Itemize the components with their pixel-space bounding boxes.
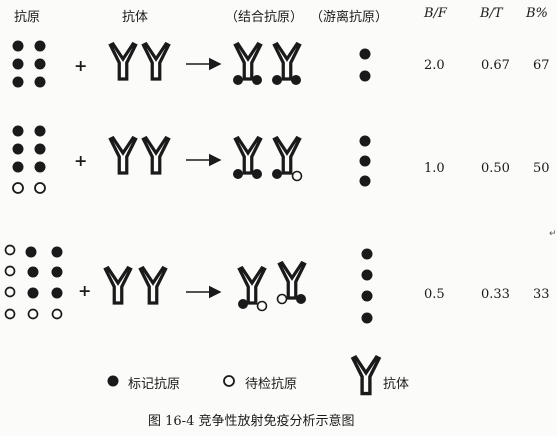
legend-labeled-label: 标记抗原 bbox=[128, 377, 181, 392]
row3-plus: + bbox=[78, 281, 92, 300]
antibody-icon bbox=[233, 42, 263, 81]
labeled-antigen-dot bbox=[359, 70, 371, 82]
labeled-antigen-dot bbox=[34, 40, 46, 52]
row3-bf: 0.5 bbox=[424, 287, 445, 302]
labeled-antigen-dot bbox=[359, 48, 371, 60]
row2-bpct: 50 bbox=[533, 161, 550, 176]
labeled-antigen-dot bbox=[359, 135, 371, 147]
labeled-antigen-dot bbox=[51, 246, 63, 258]
legend-unlabeled-label: 待检抗原 bbox=[245, 377, 298, 392]
labeled-antigen-dot bbox=[12, 161, 24, 173]
row2-antibodies bbox=[108, 136, 171, 175]
row1-bpct: 67 bbox=[533, 58, 550, 73]
antibody-icon bbox=[272, 42, 302, 81]
row2-plus: + bbox=[74, 151, 88, 170]
legend-unlabeled-dot bbox=[223, 375, 235, 387]
labeled-antigen-dot bbox=[25, 246, 37, 258]
labeled-antigen-dot bbox=[12, 143, 24, 155]
header-bf: B/F bbox=[424, 6, 447, 21]
labeled-antigen-dot bbox=[361, 290, 373, 302]
unlabeled-antigen-dot bbox=[256, 300, 268, 312]
antibody-icon bbox=[138, 266, 168, 305]
antibody-icon bbox=[272, 136, 302, 175]
row3-bound-complexes bbox=[237, 261, 307, 312]
row3-free-antigens bbox=[361, 248, 373, 324]
row2-bf: 1.0 bbox=[424, 161, 445, 176]
antibody-icon bbox=[141, 136, 171, 175]
figure-caption: 图 16-4 竞争性放射免疫分析示意图 bbox=[148, 414, 355, 429]
header-bpct: B% bbox=[526, 6, 548, 21]
row3-bt: 0.33 bbox=[481, 287, 510, 302]
header-antibody: 抗体 bbox=[122, 10, 149, 25]
labeled-antigen-dot bbox=[34, 125, 46, 137]
row3-bpct: 33 bbox=[533, 287, 550, 302]
row1-bound-complexes bbox=[233, 42, 302, 85]
unlabeled-antigen-dot bbox=[4, 265, 16, 277]
unlabeled-antigen-dot bbox=[276, 293, 288, 305]
antibody-icon bbox=[108, 136, 138, 175]
row1-antigen-cluster bbox=[12, 40, 46, 88]
legend-antibody-icon bbox=[351, 355, 381, 396]
labeled-antigen-dot bbox=[361, 269, 373, 281]
labeled-antigen-dot bbox=[252, 169, 262, 179]
row1-free-antigens bbox=[359, 48, 371, 82]
row1-bf: 2.0 bbox=[424, 58, 445, 73]
labeled-antigen-dot bbox=[252, 75, 262, 85]
labeled-antigen-dot bbox=[291, 75, 301, 85]
legend-antibody-label: 抗体 bbox=[383, 377, 410, 392]
antibody-icon bbox=[233, 136, 263, 175]
row3-antigen-cluster bbox=[4, 244, 63, 320]
unlabeled-antigen-dot bbox=[291, 170, 303, 182]
labeled-antigen-dot bbox=[296, 294, 306, 304]
labeled-antigen-dot bbox=[359, 175, 371, 187]
labeled-antigen-dot bbox=[51, 287, 63, 299]
labeled-antigen-dot bbox=[12, 125, 24, 137]
labeled-antigen-dot bbox=[51, 266, 63, 278]
row3-antibodies bbox=[103, 266, 168, 305]
labeled-antigen-dot bbox=[27, 287, 39, 299]
edge-mark: ↵ bbox=[549, 229, 557, 239]
labeled-antigen-dot bbox=[34, 143, 46, 155]
labeled-antigen-dot bbox=[238, 299, 248, 309]
row1-bt: 0.67 bbox=[481, 58, 510, 73]
row2-free-antigens bbox=[359, 135, 371, 187]
antibody-icon bbox=[141, 42, 171, 81]
row2-antigen-cluster bbox=[12, 125, 46, 194]
labeled-antigen-dot bbox=[34, 161, 46, 173]
unlabeled-antigen-dot bbox=[4, 244, 16, 256]
legend-labeled-dot bbox=[107, 375, 119, 387]
labeled-antigen-dot bbox=[233, 169, 243, 179]
unlabeled-antigen-dot bbox=[34, 182, 46, 194]
header-bt: B/T bbox=[480, 6, 503, 21]
labeled-antigen-dot bbox=[12, 40, 24, 52]
labeled-antigen-dot bbox=[233, 75, 243, 85]
labeled-antigen-dot bbox=[34, 76, 46, 88]
header-free-antigen: （游离抗原） bbox=[310, 10, 389, 25]
labeled-antigen-dot bbox=[361, 248, 373, 260]
labeled-antigen-dot bbox=[12, 58, 24, 70]
row1-antibodies bbox=[108, 42, 171, 81]
unlabeled-antigen-dot bbox=[27, 308, 39, 320]
header-antigen: 抗原 bbox=[14, 10, 41, 25]
row2-bound-complexes bbox=[233, 136, 303, 182]
labeled-antigen-dot bbox=[34, 58, 46, 70]
antibody-icon bbox=[108, 42, 138, 81]
labeled-antigen-dot bbox=[359, 155, 371, 167]
unlabeled-antigen-dot bbox=[4, 286, 16, 298]
labeled-antigen-dot bbox=[272, 169, 282, 179]
labeled-antigen-dot bbox=[27, 266, 39, 278]
row2-bt: 0.50 bbox=[481, 161, 510, 176]
labeled-antigen-dot bbox=[272, 75, 282, 85]
antibody-icon bbox=[237, 266, 267, 305]
unlabeled-antigen-dot bbox=[4, 308, 16, 320]
unlabeled-antigen-dot bbox=[51, 308, 63, 320]
antibody-icon bbox=[103, 266, 133, 305]
row1-plus: + bbox=[74, 56, 88, 75]
unlabeled-antigen-dot bbox=[12, 182, 24, 194]
labeled-antigen-dot bbox=[361, 312, 373, 324]
antibody-icon bbox=[277, 261, 307, 300]
header-bound-antigen: （结合抗原） bbox=[225, 10, 304, 25]
labeled-antigen-dot bbox=[12, 76, 24, 88]
